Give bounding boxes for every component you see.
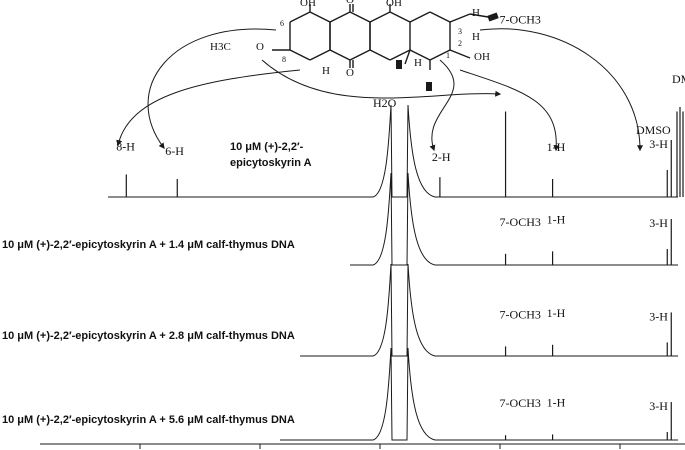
atom-label: OH bbox=[474, 51, 490, 63]
peak-label: DMSO bbox=[672, 72, 685, 86]
peak-label: 3-H bbox=[649, 216, 668, 230]
trace-name: 10 μM (+)-2,2′-epicytoskyrin A + 5.6 μM … bbox=[2, 414, 295, 426]
peak-label: 6-H bbox=[165, 144, 184, 158]
peak-label: 8-H bbox=[116, 140, 135, 154]
peak-label: 1-H bbox=[547, 212, 566, 226]
bond bbox=[429, 49, 451, 61]
ring-bond bbox=[289, 11, 311, 23]
atom-label: O bbox=[346, 67, 354, 79]
bond bbox=[449, 13, 471, 23]
peak-label: 7-OCH3 bbox=[500, 307, 541, 321]
atom-label: O bbox=[346, 0, 354, 6]
ring-bond bbox=[309, 11, 331, 23]
bond bbox=[429, 11, 451, 23]
ring-bond bbox=[349, 11, 371, 23]
peak-label: 3-H bbox=[649, 137, 668, 151]
atom-label: H bbox=[472, 7, 480, 19]
atom-label: H3C bbox=[210, 41, 231, 53]
atom-label: O bbox=[256, 41, 264, 53]
atom-label: OH bbox=[386, 0, 402, 9]
peak-label: 1-H bbox=[547, 395, 566, 409]
ring-bond bbox=[329, 49, 351, 61]
ring-number: 2 bbox=[458, 39, 462, 48]
stereo-wedge bbox=[396, 60, 402, 69]
trace-name: 10 μM (+)-2,2′-epicytoskyrin A + 2.8 μM … bbox=[2, 330, 295, 342]
ring-bond bbox=[289, 49, 311, 61]
peak-label: 7-OCH3 bbox=[500, 13, 541, 27]
nmr-spectra bbox=[108, 104, 684, 441]
peak-label: 3-H bbox=[649, 399, 668, 413]
atom-label: H bbox=[322, 65, 330, 77]
trace-name: 10 μM (+)-2,2′- bbox=[230, 141, 304, 153]
ring-bond bbox=[389, 11, 411, 23]
assignment-arrow bbox=[147, 28, 277, 149]
ring-bond bbox=[309, 49, 331, 61]
peak-label: 7-OCH3 bbox=[500, 396, 541, 410]
water-region-trace bbox=[350, 172, 678, 266]
bond bbox=[469, 13, 489, 18]
assignment-arrow bbox=[429, 59, 455, 152]
water-region-trace bbox=[280, 347, 678, 441]
water-region-trace bbox=[108, 104, 678, 198]
x-axis: 7.06.05.04.03.0 bbox=[40, 443, 685, 450]
ring-bond bbox=[329, 11, 351, 23]
bond bbox=[449, 49, 471, 59]
solvent-label: H2O bbox=[373, 96, 397, 110]
peak-label: 3-H bbox=[649, 309, 668, 323]
ring-number: 3 bbox=[458, 27, 462, 36]
solvent-label: DMSO bbox=[636, 123, 671, 137]
ring-bond bbox=[349, 49, 371, 61]
ring-bond bbox=[389, 49, 411, 61]
ring-bond bbox=[369, 49, 391, 61]
assignment-arrow bbox=[459, 69, 560, 152]
atom-label: H bbox=[472, 31, 480, 43]
bond bbox=[409, 49, 431, 61]
peak-label: 1-H bbox=[547, 306, 566, 320]
peak-label: 1-H bbox=[547, 140, 566, 154]
stereo-wedge bbox=[487, 12, 499, 22]
trace-name: epicytoskyrin A bbox=[230, 157, 312, 169]
water-region-trace bbox=[300, 263, 678, 357]
ring-number: 6 bbox=[280, 19, 284, 28]
bond bbox=[404, 49, 411, 65]
peak-label: 7-OCH3 bbox=[500, 215, 541, 229]
assignment-arrow bbox=[479, 28, 643, 152]
trace-name: 10 μM (+)-2,2′-epicytoskyrin A + 1.4 μM … bbox=[2, 239, 295, 251]
ring-number: 1 bbox=[446, 51, 450, 60]
peak-label: 2-H bbox=[432, 150, 451, 164]
assignment-arrow bbox=[116, 69, 301, 147]
atom-label: H bbox=[414, 57, 422, 69]
assignment-arrows bbox=[116, 28, 643, 152]
ring-bond bbox=[369, 11, 391, 23]
ring-number: 8 bbox=[282, 55, 286, 64]
stereo-wedge bbox=[426, 82, 432, 91]
assignment-arrow bbox=[261, 59, 502, 99]
atom-label: OH bbox=[300, 0, 316, 9]
bond bbox=[409, 11, 431, 23]
